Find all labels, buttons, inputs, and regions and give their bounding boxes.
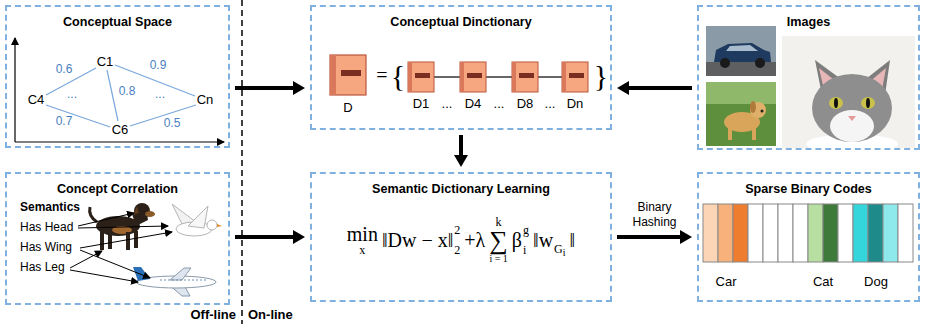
edge-weight: ... bbox=[66, 88, 78, 101]
formula-group: 22 bbox=[454, 224, 460, 256]
edge-weight: ... bbox=[154, 88, 166, 101]
arrow-shaft bbox=[627, 86, 692, 90]
panel-title: Images bbox=[699, 14, 918, 30]
arrow-shaft bbox=[617, 235, 682, 239]
airplane-figure bbox=[133, 267, 216, 296]
panel-title: Semantic Dictionary Learning bbox=[312, 181, 610, 197]
panel-title: Conceptual Space bbox=[7, 14, 228, 30]
dashed-panel: Images bbox=[697, 5, 920, 150]
formula-term: k bbox=[496, 216, 502, 228]
dashed-panel: Conceptual Dinctionary bbox=[310, 5, 612, 130]
formula-group: Gi bbox=[554, 243, 565, 255]
arrow-head bbox=[293, 81, 305, 95]
formula-term: i = 1 bbox=[489, 254, 507, 264]
dog-photo bbox=[706, 82, 776, 146]
car-photo bbox=[706, 26, 776, 76]
book-label: D4 bbox=[465, 97, 482, 111]
formula-group: gi bbox=[523, 224, 529, 256]
book-label: D8 bbox=[517, 97, 534, 111]
formula-term: ‖ bbox=[570, 230, 576, 250]
panel-title: Sparse Binary Codes bbox=[699, 181, 918, 197]
formula-term: β bbox=[512, 230, 522, 250]
code-label: Car bbox=[716, 275, 737, 289]
flow-arrow bbox=[235, 81, 305, 95]
book-label: D bbox=[343, 101, 352, 115]
arrow-head bbox=[680, 230, 692, 244]
book-label: ... bbox=[545, 97, 556, 111]
panel-title: Concept Correlation bbox=[7, 181, 228, 197]
arrow-shaft bbox=[459, 135, 463, 157]
formula-group: minx bbox=[347, 224, 378, 256]
formula-term: 2 bbox=[454, 244, 460, 256]
edge-label: Binary Hashing bbox=[623, 200, 687, 229]
dove-figure bbox=[172, 204, 222, 236]
book-label: Dn bbox=[567, 97, 584, 111]
formula-term: G bbox=[554, 243, 563, 255]
phase-label: On-line bbox=[248, 308, 293, 322]
formula-term: x bbox=[359, 244, 365, 256]
attribute-arrows bbox=[70, 213, 172, 282]
arrow-shaft bbox=[235, 86, 295, 90]
code-label: Dog bbox=[864, 275, 888, 289]
binary-code-bar bbox=[703, 204, 913, 262]
concept-node-label: C4 bbox=[28, 93, 45, 107]
dictionary-books bbox=[330, 55, 588, 95]
formula-term: i bbox=[523, 244, 526, 256]
equals-sign: = bbox=[376, 64, 387, 86]
arrow-head bbox=[454, 155, 468, 167]
concept-node-label: C6 bbox=[112, 123, 129, 137]
arrow-head bbox=[617, 81, 629, 95]
formula-group: k∑i = 1 bbox=[489, 216, 508, 264]
concept-axes bbox=[15, 38, 224, 142]
concept-node-label: C1 bbox=[97, 55, 114, 69]
formula-term: min bbox=[347, 224, 378, 244]
arrow-shaft bbox=[235, 235, 295, 239]
flow-arrow bbox=[617, 230, 692, 244]
arrow-head bbox=[293, 230, 305, 244]
formula: minx‖Dw − x‖22+λk∑i = 1βgi‖wGi‖ bbox=[347, 216, 575, 264]
attribute-label: Has Head bbox=[20, 221, 73, 234]
flow-arrow bbox=[235, 230, 305, 244]
brace-symbol: } bbox=[594, 59, 608, 92]
flow-arrow bbox=[617, 81, 692, 95]
formula-term: ∑ bbox=[489, 228, 508, 254]
attribute-label: Has Wing bbox=[20, 241, 72, 254]
flow-arrow bbox=[454, 135, 468, 167]
code-label: Cat bbox=[813, 275, 833, 289]
cat-photo bbox=[782, 36, 915, 154]
panel-title: Conceptual Dinctionary bbox=[312, 14, 610, 30]
edge-weight: 0.7 bbox=[55, 115, 74, 128]
edge-weight: 0.5 bbox=[163, 117, 182, 130]
edge-weight: 0.8 bbox=[118, 85, 137, 98]
edge-weight: 0.6 bbox=[55, 63, 74, 76]
concept-node-label: Cn bbox=[197, 93, 214, 107]
formula-term: g bbox=[523, 224, 529, 236]
formula-term: 2 bbox=[454, 224, 460, 236]
formula-term: i bbox=[563, 248, 566, 258]
dashed-panel: Concept Correlation bbox=[5, 172, 230, 305]
attribute-label: Has Leg bbox=[20, 261, 65, 274]
book-label: ... bbox=[442, 97, 453, 111]
book-label: ... bbox=[494, 97, 505, 111]
formula-term: ‖Dw − x‖ bbox=[382, 230, 453, 250]
brace-symbol: { bbox=[391, 59, 405, 92]
formula-term: ‖w bbox=[533, 230, 553, 250]
edge-weight: 0.9 bbox=[149, 59, 168, 72]
semantics-heading: Semantics bbox=[20, 201, 80, 214]
book-label: D1 bbox=[413, 97, 430, 111]
formula-term: +λ bbox=[464, 230, 485, 250]
phase-label: Off-line bbox=[191, 308, 237, 322]
phase-divider bbox=[241, 0, 243, 324]
